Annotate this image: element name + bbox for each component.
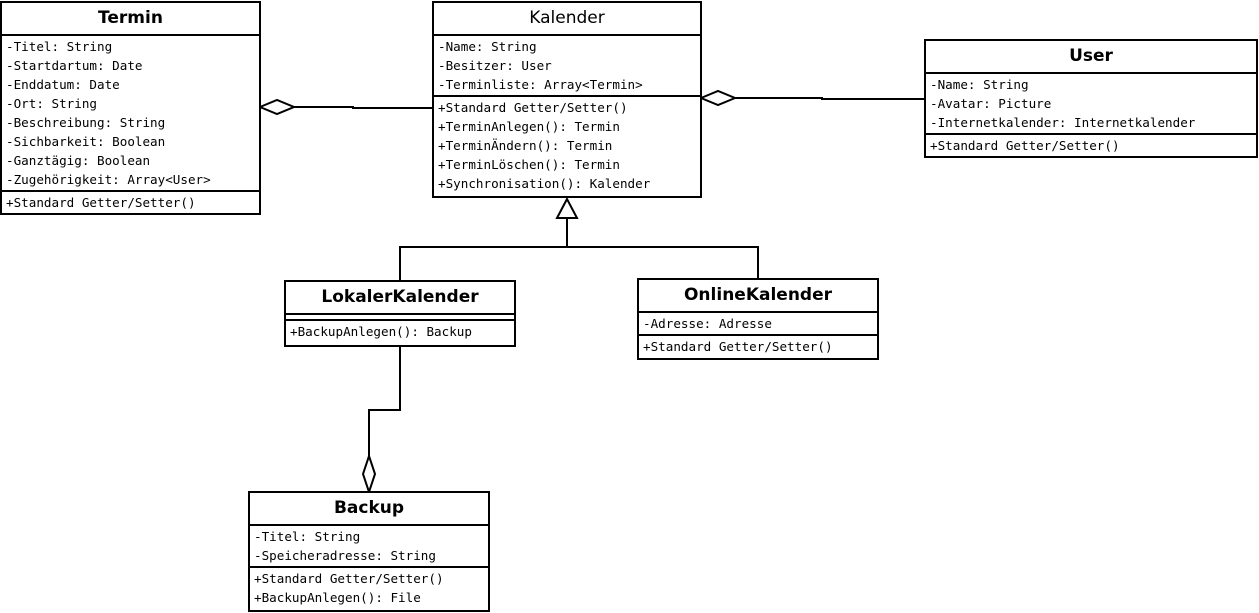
operation: +Synchronisation(): Kalender [438, 176, 651, 191]
attribute: -Internetkalender: Internetkalender [930, 115, 1196, 130]
attribute: -Name: String [438, 39, 537, 54]
class-online-kalender-title: OnlineKalender [639, 280, 877, 313]
attribute: -Titel: String [254, 529, 361, 544]
attribute: -Besitzer: User [438, 58, 552, 73]
class-kalender-title: Kalender [434, 3, 700, 36]
operation: +Standard Getter/Setter() [254, 571, 444, 586]
attribute: -Beschreibung: String [6, 115, 166, 130]
operation: +Standard Getter/Setter() [438, 100, 628, 115]
class-kalender[interactable]: Kalender -Name: String -Besitzer: User -… [432, 1, 702, 198]
backup-aggregation-diamond [361, 452, 377, 496]
attribute: -Speicheradresse: String [254, 548, 436, 563]
attribute: -Sichbarkeit: Boolean [6, 134, 166, 149]
class-user-title: User [926, 41, 1256, 74]
attribute: -Enddatum: Date [6, 77, 120, 92]
class-user-operations: +Standard Getter/Setter() [926, 135, 1256, 156]
class-lokaler-kalender-title: LokalerKalender [286, 282, 514, 315]
kalender-user-link [735, 97, 926, 100]
class-backup-attributes: -Titel: String -Speicheradresse: String [250, 526, 488, 568]
operation: +TerminÄndern(): Termin [438, 138, 613, 153]
class-online-kalender[interactable]: OnlineKalender -Adresse: Adresse +Standa… [637, 278, 879, 360]
attribute: -Avatar: Picture [930, 96, 1052, 111]
lokaler-backup-link [368, 346, 401, 456]
class-lokaler-kalender-operations: +BackupAnlegen(): Backup [286, 321, 514, 342]
class-termin-title: Termin [2, 3, 259, 36]
generalization-link [399, 246, 759, 282]
termin-kalender-link [293, 106, 433, 109]
class-user[interactable]: User -Name: String -Avatar: Picture -Int… [924, 39, 1258, 158]
termin-aggregation-diamond [257, 98, 297, 116]
attribute: -Adresse: Adresse [643, 316, 772, 331]
operation: +BackupAnlegen(): Backup [290, 324, 472, 339]
attribute: -Zugehörigkeit: Array<User> [6, 172, 211, 187]
attribute: -Terminliste: Array<Termin> [438, 77, 643, 92]
class-termin[interactable]: Termin -Titel: String -Startdartum: Date… [0, 1, 261, 215]
operation: +Standard Getter/Setter() [643, 339, 833, 354]
class-kalender-attributes: -Name: String -Besitzer: User -Terminlis… [434, 36, 700, 97]
attribute: -Titel: String [6, 39, 113, 54]
class-backup-operations: +Standard Getter/Setter() +BackupAnlegen… [250, 568, 488, 608]
class-online-kalender-operations: +Standard Getter/Setter() [639, 336, 877, 357]
class-backup-title: Backup [250, 493, 488, 526]
operation: +Standard Getter/Setter() [930, 138, 1120, 153]
attribute: -Name: String [930, 77, 1029, 92]
class-lokaler-kalender-attributes [286, 315, 514, 321]
operation: +TerminAnlegen(): Termin [438, 119, 620, 134]
attribute: -Ganztägig: Boolean [6, 153, 151, 168]
class-kalender-operations: +Standard Getter/Setter() +TerminAnlegen… [434, 97, 700, 194]
attribute: -Ort: String [6, 96, 97, 111]
operation: +TerminLöschen(): Termin [438, 157, 620, 172]
class-termin-attributes: -Titel: String -Startdartum: Date -Endda… [2, 36, 259, 192]
class-backup[interactable]: Backup -Titel: String -Speicheradresse: … [248, 491, 490, 612]
class-termin-operations: +Standard Getter/Setter() [2, 192, 259, 213]
attribute: -Startdartum: Date [6, 58, 143, 73]
operation: +BackupAnlegen(): File [254, 590, 421, 605]
class-online-kalender-attributes: -Adresse: Adresse [639, 313, 877, 336]
class-user-attributes: -Name: String -Avatar: Picture -Internet… [926, 74, 1256, 135]
operation: +Standard Getter/Setter() [6, 195, 196, 210]
kalender-aggregation-diamond [698, 89, 738, 107]
generalization-arrow [555, 196, 579, 219]
class-lokaler-kalender[interactable]: LokalerKalender +BackupAnlegen(): Backup [284, 280, 516, 347]
